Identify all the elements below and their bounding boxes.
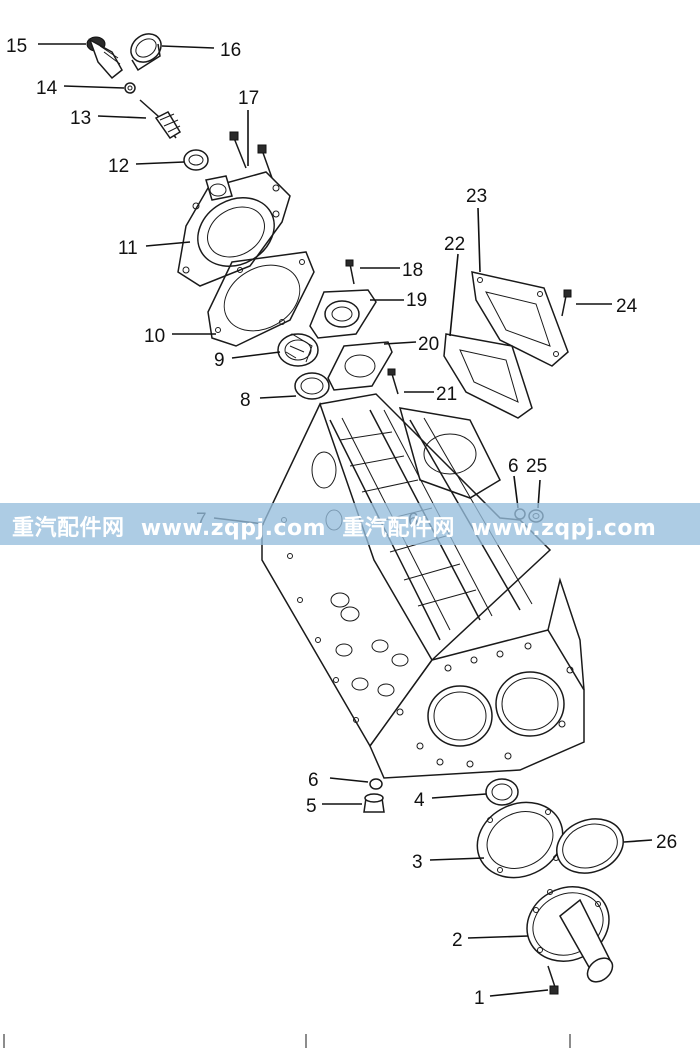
callout-6-upper: 6 [508, 456, 519, 477]
callout-11: 11 [118, 238, 138, 259]
callout-6-lower: 6 [308, 770, 319, 791]
part-14-washer [124, 82, 136, 94]
callout-9: 9 [214, 350, 225, 371]
callout-2: 2 [452, 930, 463, 951]
part-10-gasket [207, 251, 315, 347]
callout-13: 13 [70, 108, 91, 129]
part-1-bolt [547, 965, 559, 995]
callout-4: 4 [414, 790, 425, 811]
main-housing [261, 393, 585, 779]
callout-17: 17 [238, 88, 259, 109]
callout-1: 1 [474, 988, 485, 1009]
callout-22: 22 [444, 234, 465, 255]
part-8-ring [294, 372, 330, 400]
callout-16: 16 [220, 40, 241, 61]
part-24-bolt [561, 289, 572, 317]
part-9-bearing [277, 333, 319, 367]
callout-labels: 15 16 14 13 12 17 11 10 9 8 18 19 20 21 … [6, 36, 677, 1009]
callout-19: 19 [406, 290, 427, 311]
part-5-plug [363, 793, 385, 813]
part-18-bolts [345, 259, 355, 285]
part-23-cover [471, 271, 569, 367]
part-19-plate [309, 289, 377, 339]
part-17-bolts [229, 131, 273, 179]
part-26-cover [556, 818, 624, 874]
callout-21: 21 [436, 384, 457, 405]
part-4-seal [485, 778, 519, 806]
callout-10: 10 [144, 326, 165, 347]
callout-15: 15 [6, 36, 27, 57]
part-21-bolt [387, 368, 399, 395]
callout-12: 12 [108, 156, 129, 177]
part-22-gasket [443, 333, 533, 419]
watermark-text: 重汽配件网 www.zqpj.com 重汽配件网 www.zqpj.com [12, 516, 657, 541]
callout-14: 14 [36, 78, 58, 99]
part-15-sensor-plug [86, 36, 123, 80]
watermark-banner: 重汽配件网 www.zqpj.com 重汽配件网 www.zqpj.com [0, 503, 700, 545]
part-12-oring [183, 149, 209, 171]
part-6-washer-lower [369, 778, 383, 790]
callout-25: 25 [526, 456, 547, 477]
part-20-gasket [327, 341, 393, 391]
callout-24: 24 [616, 296, 638, 317]
callout-5: 5 [306, 796, 317, 817]
callout-20: 20 [418, 334, 439, 355]
callout-23: 23 [466, 186, 487, 207]
callout-3: 3 [412, 852, 423, 873]
part-11-cover [177, 171, 291, 287]
callout-8: 8 [240, 390, 251, 411]
part-16-cap [130, 33, 162, 72]
part-13-shaft [139, 99, 182, 140]
part-2-flange-shaft [526, 886, 614, 983]
page-edge-ticks [3, 1034, 571, 1048]
callout-18: 18 [402, 260, 423, 281]
callout-26: 26 [656, 832, 677, 853]
